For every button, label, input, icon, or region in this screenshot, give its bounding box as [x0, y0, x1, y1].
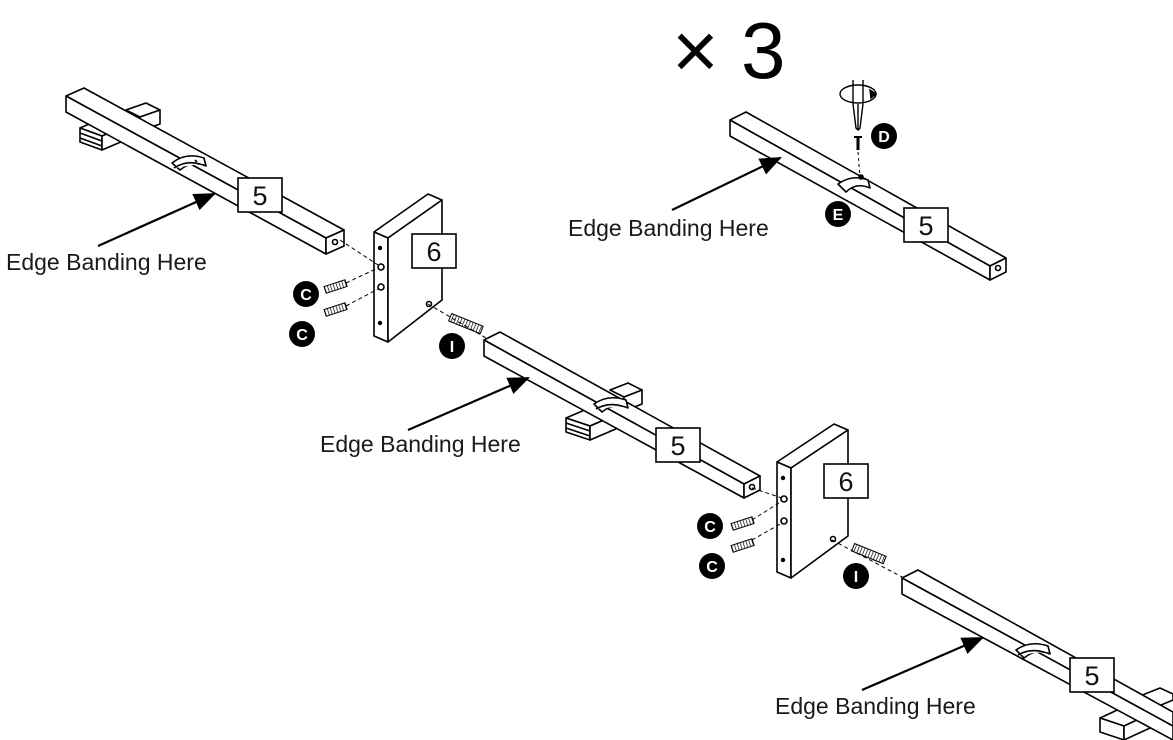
callout-letter: I [450, 339, 454, 356]
rail-part-5-top-left [65, 87, 345, 255]
cam-bolt-hardware [323, 279, 348, 317]
part-number: 5 [918, 211, 933, 241]
callout-C: C [293, 281, 319, 307]
part-number: 5 [1084, 661, 1099, 691]
part-number-box: 5 [237, 177, 283, 213]
callout-letter: D [878, 129, 890, 146]
part-number-box: 5 [655, 427, 701, 463]
callout-letter: C [704, 519, 716, 536]
callout-D: D [871, 123, 897, 149]
callout-letter: C [296, 327, 308, 344]
edge-arrow [671, 157, 782, 211]
callout-letter: C [706, 559, 718, 576]
edge-arrow [861, 636, 985, 692]
edge-arrow [97, 192, 217, 248]
panel-part-6-right [776, 423, 849, 579]
callout-C: C [697, 513, 723, 539]
dowel-hardware [447, 312, 484, 335]
callout-letter: E [833, 207, 844, 224]
part-number: 6 [838, 467, 853, 497]
edge-arrows [97, 157, 985, 692]
part-number-box: 5 [903, 207, 949, 243]
callout-letter: C [300, 287, 312, 304]
rail-part-5-detail [729, 111, 1007, 281]
part-number-box: 6 [411, 233, 457, 269]
edge-banding-label: Edge Banding Here [775, 693, 976, 719]
part-number: 5 [670, 431, 685, 461]
part-number-box: 5 [1069, 657, 1115, 693]
dowel-hardware [850, 542, 887, 565]
callout-letter: I [854, 569, 858, 586]
cam-bolt-hardware [730, 516, 755, 553]
callout-C: C [699, 553, 725, 579]
callout-E: E [825, 201, 851, 227]
part-number: 5 [252, 181, 267, 211]
edge-banding-label: Edge Banding Here [320, 431, 521, 457]
edge-arrow [407, 376, 531, 432]
part-number: 6 [426, 237, 441, 267]
screw-icon [854, 136, 862, 179]
screwdriver-icon [839, 80, 878, 131]
callout-C: C [289, 321, 315, 347]
part-number-box: 6 [823, 463, 869, 499]
edge-banding-label: Edge Banding Here [6, 249, 207, 275]
edge-banding-label: Edge Banding Here [568, 215, 769, 241]
callout-I: I [843, 563, 869, 589]
callout-I: I [439, 333, 465, 359]
rail-part-5-middle [483, 331, 761, 499]
multiplier-label: × 3 [672, 6, 785, 95]
